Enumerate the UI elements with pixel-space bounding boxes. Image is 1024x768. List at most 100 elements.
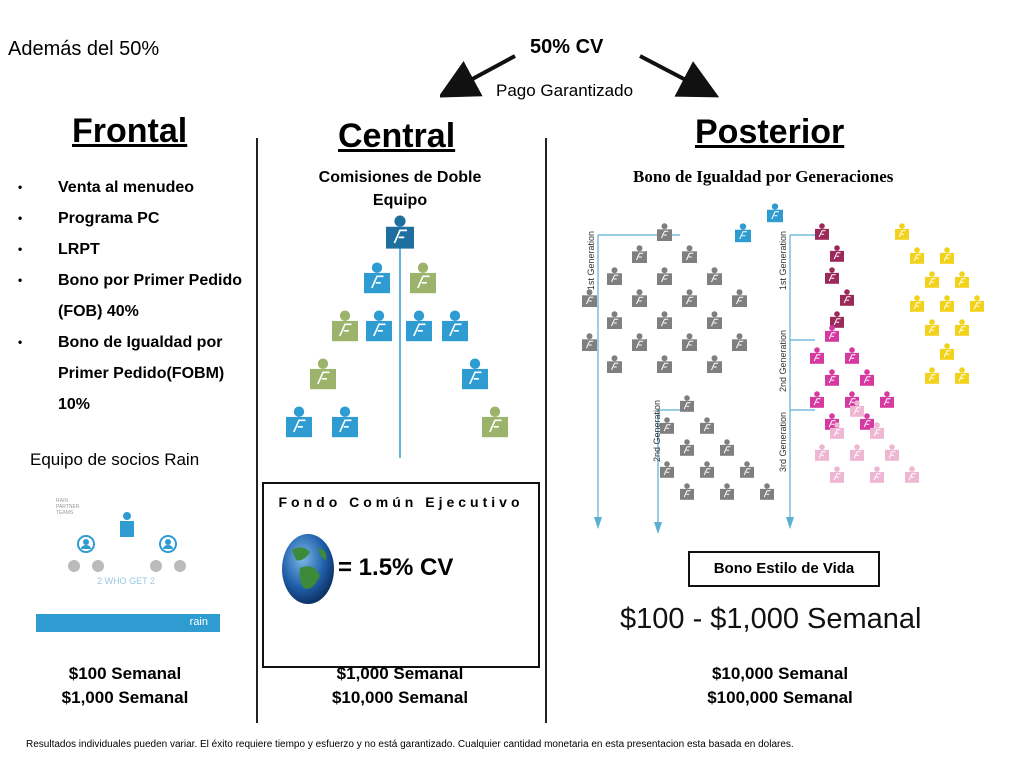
person-icon	[632, 289, 647, 307]
person-icon	[92, 560, 104, 572]
person-icon	[159, 535, 177, 553]
disclaimer: Resultados individuales pueden variar. E…	[26, 739, 794, 750]
person-icon	[732, 289, 747, 307]
person-icon	[825, 369, 839, 386]
person-icon	[707, 355, 722, 373]
card-top-text: RAIN PARTNER TEAMS	[56, 498, 80, 516]
team-title: Equipo de socios Rain	[30, 450, 200, 469]
person-icon	[707, 311, 722, 329]
person-icon	[680, 395, 694, 412]
arrow-left-icon	[440, 54, 516, 98]
posterior-subtitle: Bono de Igualdad por Generaciones	[633, 167, 894, 186]
person-icon	[660, 417, 674, 434]
central-subtitle: Comisiones de Doble Equipo	[318, 169, 482, 209]
person-icon	[410, 262, 436, 294]
central-tree	[286, 215, 508, 458]
person-icon	[442, 310, 468, 342]
person-icon	[760, 483, 774, 500]
person-icon	[885, 444, 899, 461]
person-icon	[657, 223, 672, 241]
arrow-right-icon	[639, 54, 720, 98]
rain-team-card: RAIN PARTNER TEAMS 2 WHO GET 2 rain	[36, 498, 220, 634]
person-icon	[286, 406, 312, 438]
person-icon	[955, 367, 969, 384]
person-icon	[895, 223, 909, 240]
person-icon	[830, 422, 844, 439]
person-icon	[386, 215, 414, 249]
card-middle-text: 2 WHO GET 2	[97, 576, 155, 586]
person-icon	[940, 247, 954, 264]
person-icon	[740, 461, 754, 478]
earning-line: $10,000 Semanal	[711, 664, 849, 683]
person-icon	[925, 367, 939, 384]
person-icon	[850, 444, 864, 461]
person-icon	[632, 333, 647, 351]
person-icon	[830, 466, 844, 483]
person-icon	[582, 333, 597, 351]
list-item: Venta al menudeo	[18, 172, 243, 203]
generation-trees	[582, 203, 984, 534]
divider-left	[256, 138, 258, 723]
person-icon	[462, 358, 488, 390]
person-icon	[850, 400, 864, 417]
person-icon	[880, 391, 894, 408]
person-icon	[910, 247, 924, 264]
person-icon	[682, 245, 697, 263]
person-icon	[406, 310, 432, 342]
gen-label-3: 3rd Generation	[778, 411, 788, 472]
list-item: Bono por Primer Pedido (FOB) 40%	[18, 265, 243, 327]
gen-label-2: 2nd Generation	[652, 399, 662, 462]
person-icon	[582, 289, 597, 307]
list-item: Bono de Igualdad por Primer Pedido(FOBM)…	[18, 327, 243, 420]
person-icon	[607, 355, 622, 373]
fund-box: Fondo Común Ejecutivo = 1.5% CV	[262, 482, 540, 668]
person-icon	[735, 223, 751, 243]
person-icon	[815, 223, 829, 240]
person-icon	[720, 439, 734, 456]
person-icon	[815, 444, 829, 461]
person-icon	[970, 295, 984, 312]
person-icon	[680, 439, 694, 456]
person-icon	[682, 289, 697, 307]
person-icon	[68, 560, 80, 572]
guaranteed-label: Pago Garantizado	[496, 81, 634, 100]
central-earnings: $1,000 Semanal $10,000 Semanal	[300, 662, 500, 710]
gen-label-1b: 1st Generation	[778, 230, 788, 290]
person-icon	[150, 560, 162, 572]
earning-line: $1,000 Semanal	[61, 688, 189, 707]
person-icon	[940, 295, 954, 312]
person-icon	[632, 245, 647, 263]
gen-label-2b: 2nd Generation	[778, 329, 788, 392]
person-icon	[825, 413, 839, 430]
person-icon	[910, 295, 924, 312]
rain-logo: rain	[189, 616, 208, 628]
person-icon	[720, 483, 734, 500]
person-icon	[830, 311, 844, 328]
person-icon	[845, 391, 859, 408]
person-icon	[607, 267, 622, 285]
fund-value: = 1.5% CV	[338, 554, 454, 581]
person-icon	[120, 512, 134, 537]
person-icon	[955, 271, 969, 288]
person-icon	[700, 461, 714, 478]
person-icon	[682, 333, 697, 351]
person-icon	[905, 466, 919, 483]
person-icon	[332, 406, 358, 438]
list-item: Programa PC	[18, 203, 243, 234]
person-icon	[940, 343, 954, 360]
central-title: Central	[338, 117, 456, 155]
person-icon	[840, 289, 854, 306]
posterior-title: Posterior	[695, 113, 845, 151]
cv-label: 50% CV	[530, 36, 604, 58]
person-icon	[845, 347, 859, 364]
person-icon	[657, 267, 672, 285]
person-icon	[810, 391, 824, 408]
earning-line: $1,000 Semanal	[336, 664, 464, 683]
person-icon	[767, 203, 783, 223]
person-icon	[870, 422, 884, 439]
frontal-earnings: $100 Semanal $1,000 Semanal	[40, 662, 210, 710]
earning-line: $100,000 Semanal	[707, 688, 853, 707]
fund-title: Fondo Común Ejecutivo	[278, 494, 524, 510]
person-icon	[482, 406, 508, 438]
person-icon	[830, 245, 844, 262]
